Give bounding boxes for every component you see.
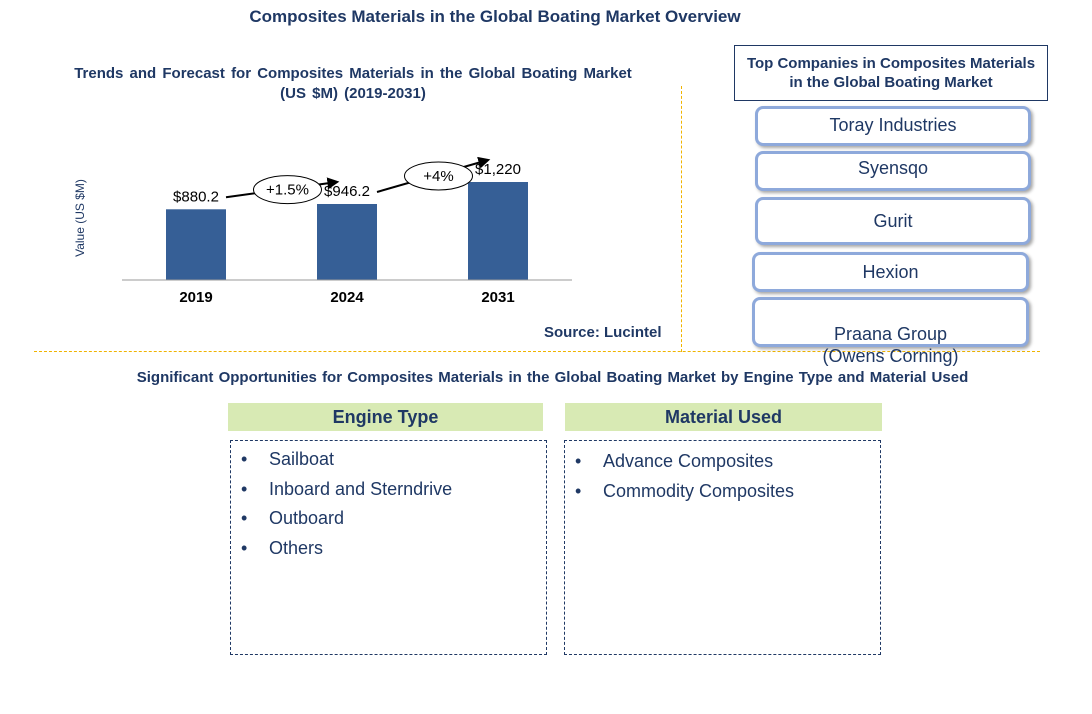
growth-label: +4% (423, 168, 453, 185)
engine-type-item: Sailboat (231, 445, 546, 475)
company-hexion: Hexion (752, 252, 1029, 292)
material-used-item: Advance Composites (565, 447, 880, 477)
company-label: Hexion (862, 262, 919, 282)
top-companies-title: Top Companies in Composites Materials in… (734, 45, 1048, 101)
material-used-box: Advance CompositesCommodity Composites (564, 440, 881, 655)
material-used-item: Commodity Composites (565, 477, 880, 507)
growth-bubble (404, 161, 473, 191)
company-label: Toray Industries (829, 115, 957, 135)
chart-title: Trends and Forecast for Composites Mater… (74, 65, 632, 102)
engine-type-item: Inboard and Sterndrive (231, 475, 546, 505)
company-label: Praana Group (Owens Corning) (822, 324, 959, 366)
company-toray: Toray Industries (755, 106, 1031, 146)
material-used-heading: Material Used (565, 403, 882, 431)
y-axis-label: Value (US $M) (73, 179, 87, 257)
tick-label-2031: 2031 (481, 289, 514, 306)
data-label-2019: $880.2 (173, 188, 219, 205)
growth-label: +1.5% (266, 182, 309, 199)
source-note: Source: Lucintel (544, 324, 662, 341)
bar-2019 (166, 209, 226, 280)
opportunities-title: Significant Opportunities for Composites… (136, 369, 969, 386)
company-praana: Praana Group (Owens Corning) (752, 297, 1029, 366)
horizontal-divider (34, 351, 1040, 352)
vertical-divider (681, 86, 682, 352)
page-title: Composites Materials in the Global Boati… (249, 7, 741, 26)
bar-2024 (317, 203, 377, 280)
tick-label-2024: 2024 (330, 289, 364, 306)
data-label-2024: $946.2 (324, 183, 370, 200)
engine-type-heading: Engine Type (228, 403, 543, 431)
engine-type-box: SailboatInboard and SterndriveOutboardOt… (230, 440, 547, 655)
engine-type-item: Others (231, 534, 546, 564)
company-syensqo: Syensqo (755, 151, 1031, 191)
engine-type-item: Outboard (231, 504, 546, 534)
material-used-list: Advance CompositesCommodity Composites (565, 447, 880, 506)
bar-chart: Value (US $M) $880.2 2019 $946.2 2024 $1,220 2… (73, 156, 572, 306)
company-label: Syensqo (857, 158, 929, 178)
company-label: Gurit (873, 211, 913, 231)
engine-type-list: SailboatInboard and SterndriveOutboardOt… (231, 445, 546, 563)
company-gurit: Gurit (755, 197, 1031, 245)
bar-2031 (468, 182, 528, 280)
tick-label-2019: 2019 (179, 289, 212, 306)
data-label-2031: $1,220 (475, 161, 521, 178)
growth-bubble (253, 175, 322, 205)
